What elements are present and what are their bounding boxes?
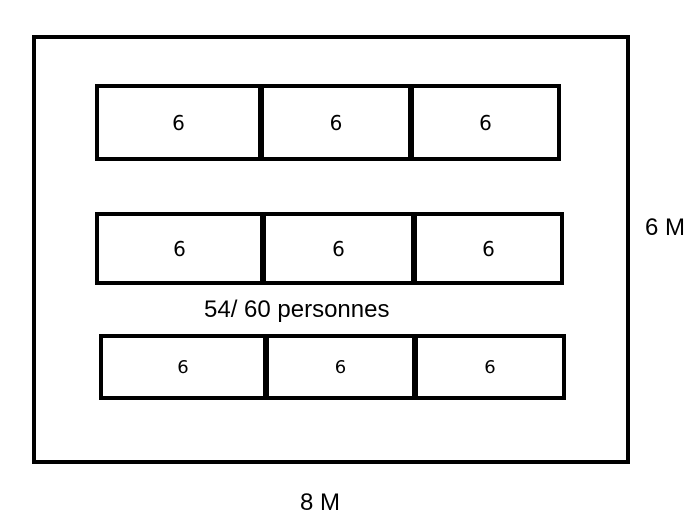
room-width-label: 8 M [300,489,341,516]
table-row-1: 6 6 6 [95,84,561,161]
capacity-label: 54/ 60 personnes [204,296,390,323]
room-height-label: 6 M [645,214,686,241]
table-seat-count: 6 [410,84,561,161]
table-seat-count: 6 [95,212,264,285]
table-seat-count: 6 [262,212,415,285]
table-seat-count: 6 [95,84,262,161]
table-seat-count: 6 [265,334,416,400]
table-row-3: 6 6 6 [99,334,566,400]
table-seat-count: 6 [260,84,412,161]
room-outline [32,35,630,464]
table-seat-count: 6 [413,212,564,285]
table-seat-count: 6 [99,334,267,400]
table-seat-count: 6 [414,334,566,400]
table-row-2: 6 6 6 [95,212,564,285]
